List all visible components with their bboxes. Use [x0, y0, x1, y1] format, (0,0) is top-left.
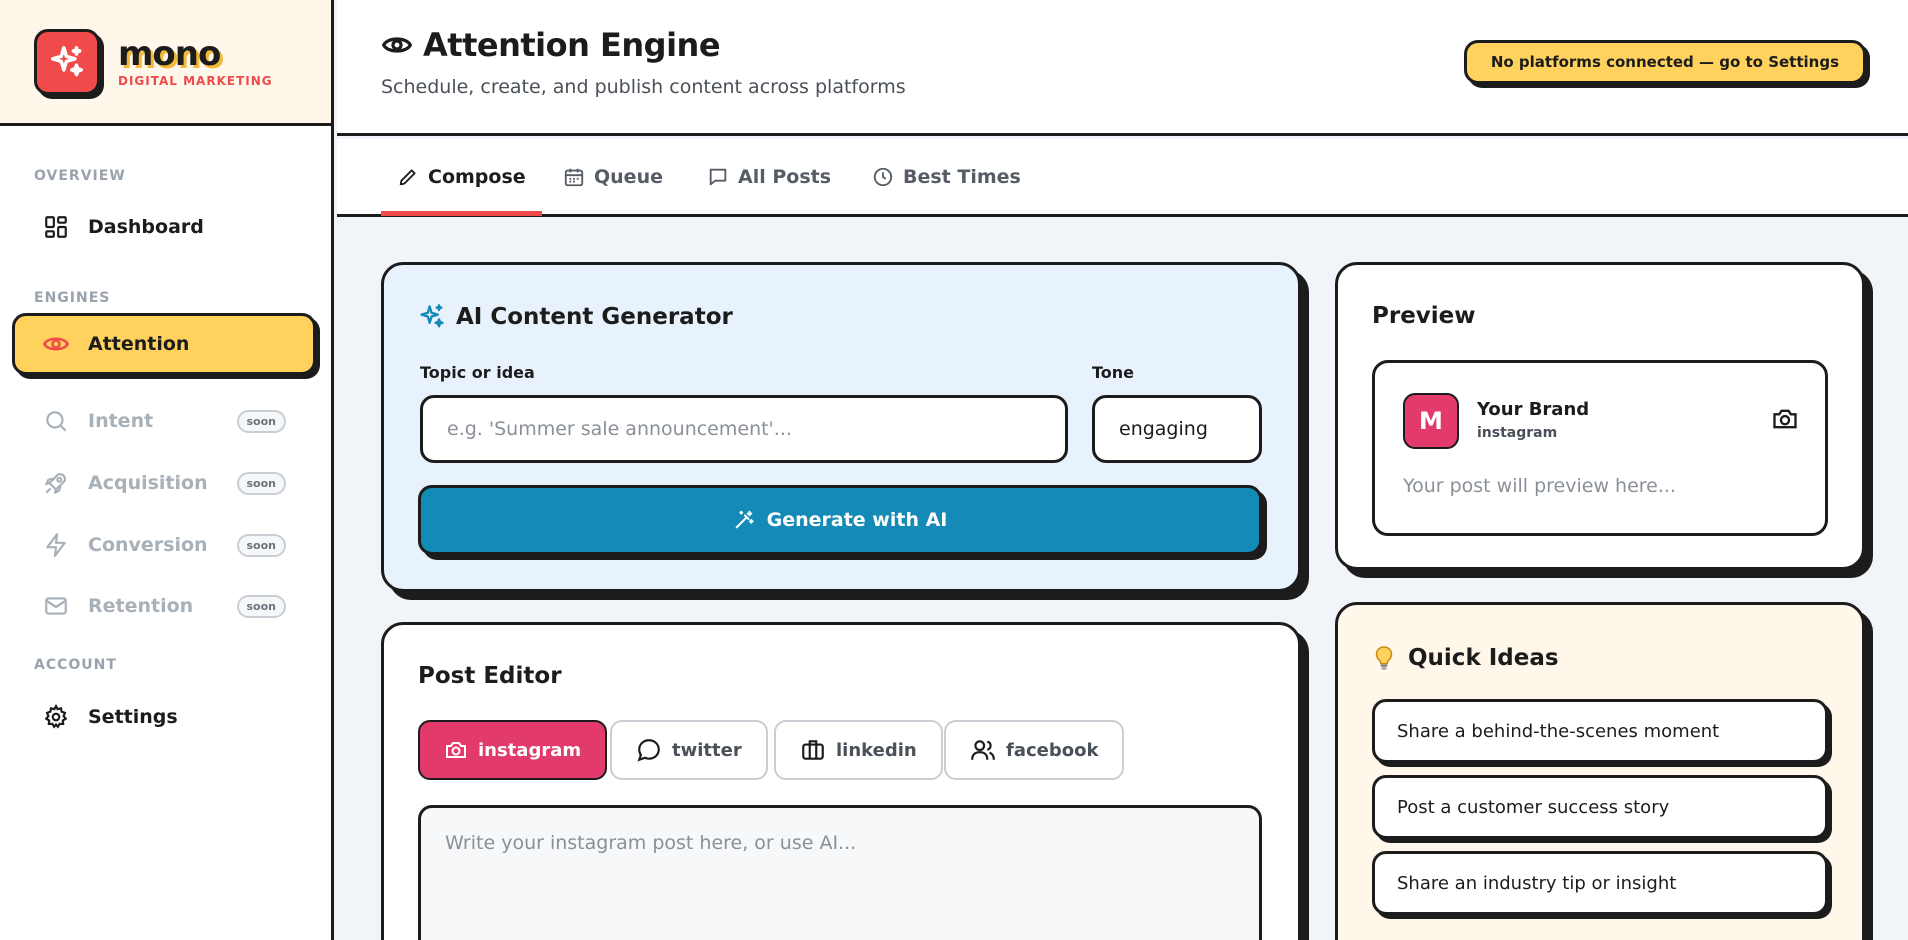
camera-icon: [1771, 405, 1799, 433]
sidebar-item-label: Intent: [88, 410, 154, 432]
pencil-icon: [397, 166, 419, 188]
quick-idea-item[interactable]: Post a customer success story: [1372, 775, 1828, 839]
platform-label: twitter: [672, 739, 742, 761]
nav-section-account: ACCOUNT: [34, 657, 117, 673]
post-editor-title: Post Editor: [418, 663, 562, 689]
sidebar-item-label: Attention: [88, 333, 190, 355]
lightning-icon: [42, 531, 70, 559]
tab-compose[interactable]: Compose: [381, 139, 542, 216]
brand-logo[interactable]: [34, 28, 100, 95]
ai-generator-title-text: AI Content Generator: [456, 304, 733, 330]
sparkle-icon: [418, 303, 446, 331]
topic-input[interactable]: e.g. 'Summer sale announcement'...: [420, 395, 1068, 463]
speech-bubble-icon: [636, 737, 662, 763]
mail-icon: [42, 592, 70, 620]
lightbulb-icon: [1372, 645, 1396, 671]
gear-icon: [42, 703, 70, 731]
sidebar-item-label: Dashboard: [88, 216, 204, 238]
soon-badge: soon: [236, 594, 286, 618]
platform-label: linkedin: [836, 739, 917, 761]
brand-header: mono DIGITAL MARKETING: [0, 0, 331, 126]
tab-bar: Compose Queue All Posts Best Times: [337, 139, 1908, 217]
quick-idea-item[interactable]: Share a behind-the-scenes moment: [1372, 699, 1828, 763]
page-header: Attention Engine Schedule, create, and p…: [337, 0, 1908, 136]
calendar-icon: [563, 166, 585, 188]
platform-label: instagram: [478, 739, 582, 761]
soon-badge: soon: [236, 471, 286, 495]
preview-card: Preview M Your Brand instagram Your post…: [1335, 262, 1865, 570]
sidebar-item-label: Settings: [88, 706, 178, 728]
preview-placeholder: Your post will preview here...: [1403, 475, 1676, 497]
sidebar-item-conversion[interactable]: Conversion soon: [12, 514, 316, 576]
platform-twitter-button[interactable]: twitter: [610, 720, 768, 780]
sidebar-item-settings[interactable]: Settings: [12, 686, 316, 748]
sidebar-item-label: Conversion: [88, 534, 208, 556]
clock-icon: [872, 166, 894, 188]
sidebar-item-retention[interactable]: Retention soon: [12, 575, 316, 637]
rocket-icon: [42, 469, 70, 497]
ai-generator-card: AI Content Generator Topic or idea Tone …: [381, 262, 1301, 592]
brand-tagline: DIGITAL MARKETING: [118, 73, 273, 88]
sidebar-item-dashboard[interactable]: Dashboard: [12, 196, 316, 258]
sparkle-icon: [51, 45, 83, 76]
quick-ideas-title-text: Quick Ideas: [1408, 645, 1559, 671]
post-editor-card: Post Editor instagram twitter linkedin f…: [381, 622, 1301, 940]
briefcase-icon: [800, 737, 826, 763]
avatar: M: [1403, 393, 1459, 449]
soon-badge: soon: [236, 409, 286, 433]
eye-icon: [381, 29, 413, 61]
platform-facebook-button[interactable]: facebook: [944, 720, 1125, 780]
magic-wand-icon: [733, 509, 755, 531]
preview-title: Preview: [1372, 303, 1476, 329]
sidebar-item-acquisition[interactable]: Acquisition soon: [12, 452, 316, 514]
search-icon: [42, 407, 70, 435]
platform-instagram-button[interactable]: instagram: [418, 720, 608, 780]
tab-label: Queue: [594, 165, 663, 188]
generate-with-ai-button[interactable]: Generate with AI: [418, 485, 1262, 555]
page-title: Attention Engine: [381, 26, 721, 64]
quick-ideas-title: Quick Ideas: [1372, 645, 1559, 671]
dashboard-icon: [42, 213, 70, 241]
connect-platforms-button[interactable]: No platforms connected — go to Settings: [1463, 40, 1866, 84]
tab-label: Best Times: [903, 165, 1021, 188]
nav-section-engines: ENGINES: [34, 290, 111, 306]
sidebar-item-intent[interactable]: Intent soon: [12, 390, 316, 452]
nav-section-overview: OVERVIEW: [34, 168, 126, 184]
sidebar-item-attention[interactable]: Attention: [12, 313, 316, 375]
page-subtitle: Schedule, create, and publish content ac…: [381, 76, 906, 98]
generate-button-label: Generate with AI: [766, 509, 948, 531]
preview-platform: instagram: [1477, 425, 1558, 441]
quick-ideas-card: Quick Ideas Share a behind-the-scenes mo…: [1335, 602, 1865, 940]
platform-label: facebook: [1006, 739, 1099, 761]
users-icon: [970, 737, 996, 763]
tab-queue[interactable]: Queue: [563, 139, 663, 214]
sidebar: mono DIGITAL MARKETING OVERVIEW Dashboar…: [0, 0, 334, 940]
sidebar-item-label: Retention: [88, 595, 194, 617]
brand-name: mono: [118, 33, 221, 74]
quick-idea-item[interactable]: Share an industry tip or insight: [1372, 851, 1828, 915]
tab-label: All Posts: [738, 165, 832, 188]
tab-label: Compose: [428, 165, 526, 188]
preview-brand-name: Your Brand: [1477, 399, 1590, 420]
eye-icon: [42, 330, 70, 358]
chat-icon: [707, 166, 729, 188]
post-textarea[interactable]: Write your instagram post here, or use A…: [418, 805, 1262, 940]
sidebar-item-label: Acquisition: [88, 472, 208, 494]
page-title-text: Attention Engine: [423, 26, 721, 64]
post-preview: M Your Brand instagram Your post will pr…: [1372, 360, 1828, 536]
tone-label: Tone: [1092, 363, 1135, 382]
tone-select[interactable]: engaging: [1092, 395, 1262, 463]
topic-label: Topic or idea: [420, 363, 535, 382]
ai-generator-title: AI Content Generator: [418, 303, 733, 331]
soon-badge: soon: [236, 533, 286, 557]
tab-best-times[interactable]: Best Times: [872, 139, 1021, 214]
platform-linkedin-button[interactable]: linkedin: [774, 720, 943, 780]
camera-icon: [444, 738, 468, 762]
tab-all-posts[interactable]: All Posts: [707, 139, 831, 214]
